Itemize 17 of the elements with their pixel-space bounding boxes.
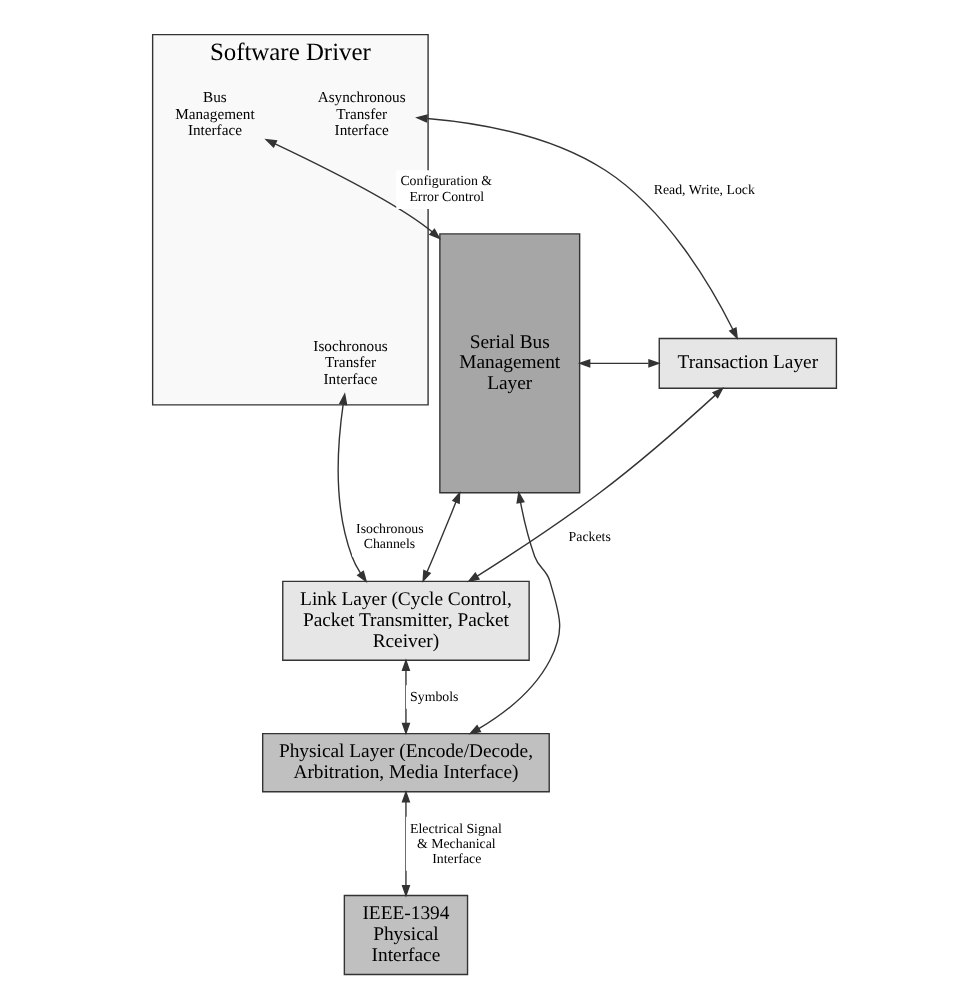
- node-box: Physical Layer (Encode/Decode, Arbitration, Media Interface): [261, 731, 549, 792]
- node-text: Asynchronous Transfer Interface: [316, 87, 405, 139]
- arrow: [576, 358, 660, 367]
- node-box: Serial Bus Management Layer: [438, 232, 580, 493]
- arrow: [467, 489, 560, 734]
- node-text: Isochronous Transfer Interface: [312, 335, 387, 387]
- arrow: [421, 489, 460, 582]
- node-box: Link Layer (Cycle Control, Packet Transmitter, Packet Rceiver): [281, 579, 529, 660]
- arrow: [400, 789, 410, 897]
- arrow: [400, 657, 410, 735]
- arrow: [263, 137, 440, 239]
- arrow: [414, 113, 738, 340]
- node-text: Bus Management Interface: [174, 87, 254, 139]
- node-box: IEEE-1394 Physical Interface: [342, 893, 468, 975]
- arrow: [466, 386, 724, 582]
- arrow: [336, 391, 367, 582]
- node-box: Transaction Layer: [657, 336, 837, 388]
